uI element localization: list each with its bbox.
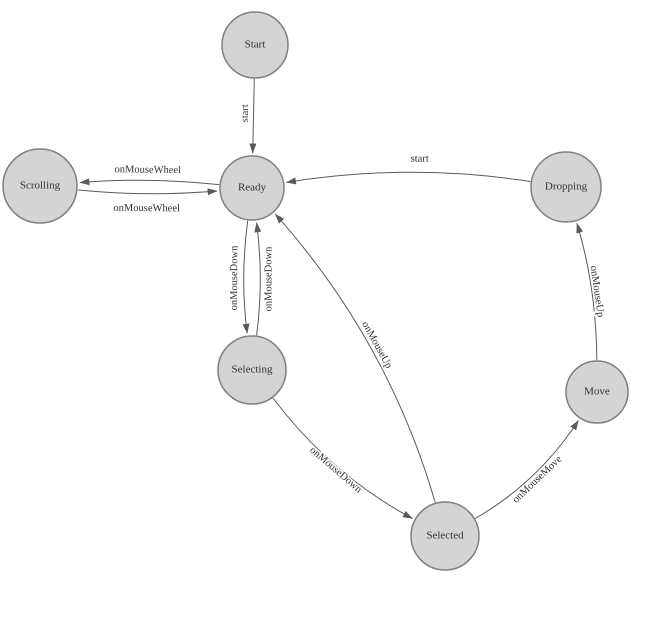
- transition-label-dropping-ready: start: [411, 154, 429, 165]
- transition-label-selected-move: onMouseMove: [511, 454, 565, 506]
- state-node-ready[interactable]: Ready: [219, 155, 285, 221]
- state-node-move[interactable]: Move: [565, 360, 629, 424]
- state-circle-move[interactable]: [565, 360, 629, 424]
- state-label-selected: Selected: [426, 530, 464, 542]
- state-circle-start[interactable]: [221, 11, 289, 79]
- state-label-move: Move: [584, 386, 610, 398]
- state-label-selecting: Selecting: [232, 364, 273, 376]
- transition-selecting-ready: [254, 222, 262, 336]
- transition-ready-scrolling: [79, 178, 220, 186]
- transition-label-ready-selecting: onMouseDown: [229, 245, 240, 311]
- state-circle-scrolling[interactable]: [2, 148, 78, 224]
- transition-label-ready-scrolling: onMouseWheel: [114, 164, 181, 176]
- transition-scrolling-ready: [77, 188, 218, 196]
- transition-label-scrolling-ready: onMouseWheel: [113, 203, 180, 214]
- transition-selected-move: [475, 420, 579, 519]
- transition-label-selecting-selected: onMouseDown: [307, 445, 364, 496]
- transition-start-ready: [249, 78, 257, 154]
- state-label-dropping: Dropping: [545, 181, 588, 193]
- state-label-ready: Ready: [238, 182, 267, 194]
- transition-selecting-selected: [272, 397, 413, 519]
- transition-label-move-dropping: onMouseUp: [588, 265, 606, 318]
- state-circle-selecting[interactable]: [217, 335, 287, 405]
- transition-label-start-ready: start: [240, 104, 251, 122]
- state-node-dropping[interactable]: Dropping: [530, 151, 602, 223]
- state-circle-selected[interactable]: [410, 501, 480, 571]
- state-label-scrolling: Scrolling: [20, 180, 61, 192]
- transition-label-selecting-ready: onMouseDown: [264, 246, 275, 311]
- state-node-selected[interactable]: Selected: [410, 501, 480, 571]
- state-node-scrolling[interactable]: Scrolling: [2, 148, 78, 224]
- transition-ready-selecting: [242, 220, 250, 334]
- state-label-start: Start: [245, 39, 266, 51]
- state-circle-ready[interactable]: [219, 155, 285, 221]
- edges-layer: [77, 78, 598, 519]
- edge-labels-layer: start onMouseWheel onMouseWheel start onMous…: [112, 103, 607, 508]
- state-node-start[interactable]: Start: [221, 11, 289, 79]
- transition-dropping-ready: [286, 171, 531, 185]
- state-circle-dropping[interactable]: [530, 151, 602, 223]
- transition-move-dropping: [576, 222, 598, 361]
- transition-selected-ready: [274, 213, 436, 503]
- transition-label-selected-ready: onMouseUp: [359, 320, 394, 371]
- state-node-selecting[interactable]: Selecting: [217, 335, 287, 405]
